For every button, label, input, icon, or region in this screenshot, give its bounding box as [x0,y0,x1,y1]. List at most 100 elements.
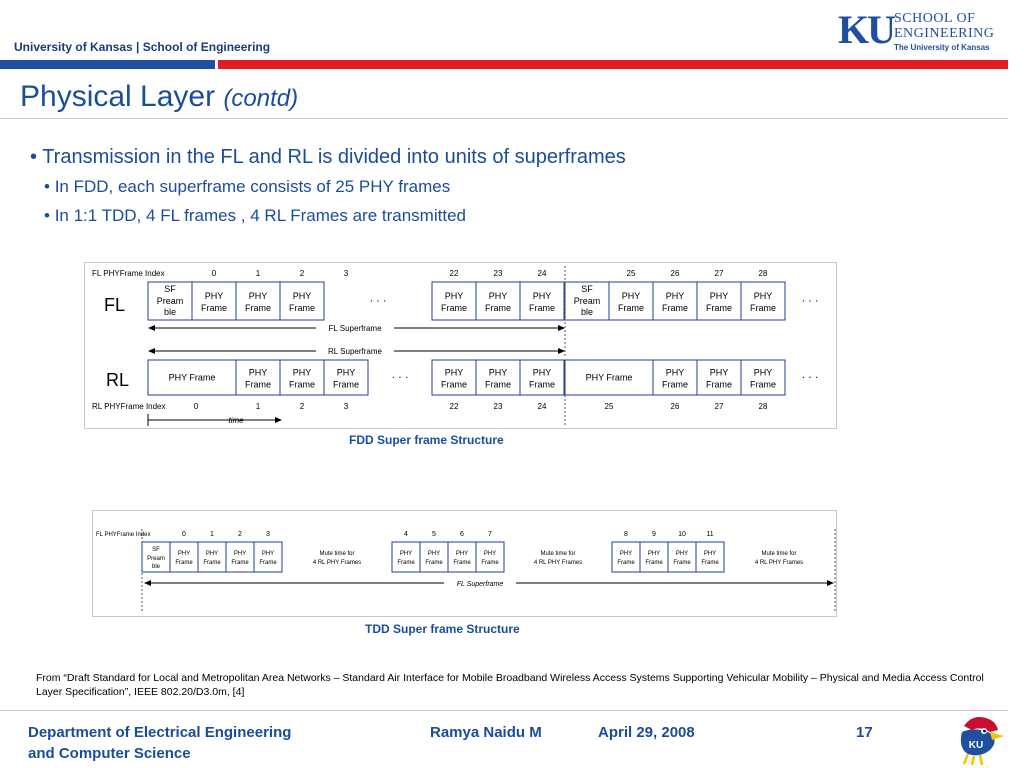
fl-superframe-arrowhead-left [148,325,155,331]
tdd-frame-phy-4 [253,541,283,573]
footer-page-number: 17 [856,724,873,741]
svg-text:KU: KU [969,740,983,751]
fl-frame-pre-0-line1: SF [164,284,176,294]
bullet-2-text: In FDD, each superframe consists of 25 P… [54,177,451,196]
rl-frame-phy-1-line2: Frame [245,380,271,390]
tdd-frame-phy-6-line1: PHY [400,551,412,557]
tdd-frame-phy-4-line1: PHY [262,551,274,557]
rl-index-label: RL PHYFrame Index [92,402,166,411]
slide-title: Physical Layer (contd) [20,80,298,114]
rl-row-label: RL [106,370,129,390]
fl-frame-phy-9-line2: Frame [618,303,644,313]
tdd-frame-phy-9 [475,541,505,573]
tdd-frame-phy-11-line1: PHY [620,551,632,557]
tdd-frame-phy-14 [695,541,725,573]
fl-frame-phy-2-line2: Frame [245,303,271,313]
fl-frame-phy-3-line2: Frame [289,303,315,313]
rl-frame-phy-1-line1: PHY [249,368,268,378]
rl-frame-phy-5 [431,359,477,396]
rl-frame-phy-1 [235,359,281,396]
fdd-superframe-diagram: FL PHYFrame Index RL PHYFrame Index FL R… [84,262,837,429]
fl-frame-phy-12 [740,281,786,321]
fl-frame-pre-0 [147,281,193,321]
fl-frame-phy-2-line1: PHY [249,291,268,301]
tdd-frame-phy-12 [639,541,669,573]
fl-frame-index: 28 [759,269,768,278]
rl-frame-ellipsis-4: · · · [391,372,408,384]
header-bar-blue [0,60,215,69]
rl-frame-phy-3-line1: PHY [337,368,356,378]
rl-frame-phy-10-line2: Frame [706,380,732,390]
tdd-frame-index: 0 [182,531,186,538]
rl-frame-phy-9-line1: PHY [666,368,685,378]
tdd-frame-phy-12-line2: Frame [645,560,663,566]
tdd-frame-phy-4-line2: Frame [259,560,277,566]
fl-frame-phy-11-line2: Frame [706,303,732,313]
rl-frame-phy-3 [323,359,369,396]
source-citation: From “Draft Standard for Local and Metro… [36,672,984,698]
fl-frame-phy-1 [191,281,237,321]
fl-frame-phy-1-line1: PHY [205,291,224,301]
tdd-frame-phy-12-line1: PHY [648,551,660,557]
fl-frame-phy-3 [279,281,325,321]
tdd-frame-phy-2 [197,541,227,573]
fl-frame-phy-7-line2: Frame [529,303,555,313]
fl-frame-phy-10 [652,281,698,321]
rl-frame-index: 22 [450,402,459,411]
fl-frame-index: 3 [344,269,349,278]
time-arrowhead [275,417,282,423]
bullet-3: • In 1:1 TDD, 4 FL frames , 4 RL Frames … [44,206,466,225]
rl-frame-index: 23 [494,402,503,411]
tdd-frame-phy-1 [169,541,199,573]
rl-frame-index: 0 [194,402,199,411]
fl-frame-phy-1-line2: Frame [201,303,227,313]
rl-frame-index: 28 [759,402,768,411]
fl-frame-pre-8-line3: ble [581,307,593,317]
bullet-3-text: In 1:1 TDD, 4 FL frames , 4 RL Frames ar… [54,206,466,225]
tdd-frame-phy-9-line2: Frame [481,560,499,566]
logo-line-2: ENGINEERING [894,26,995,41]
slide-title-suffix: (contd) [223,85,299,112]
fl-frame-phy-9-line1: PHY [622,291,641,301]
fl-frame-index: 24 [538,269,547,278]
rl-frame-phy-10 [696,359,742,396]
fl-superframe-label: FL Superframe [328,324,382,333]
rl-frame-phy-5-line1: PHY [445,368,464,378]
tdd-frame-phy-3-line2: Frame [231,560,249,566]
fl-frame-pre-8 [564,281,610,321]
fl-frame-index: 22 [450,269,459,278]
ku-engineering-logo: KU SCHOOL OF ENGINEERING The University … [838,10,1008,54]
tdd-superframe-arrowhead-left [144,580,151,586]
fl-frame-phy-12-line1: PHY [754,291,773,301]
fl-frame-index: 25 [627,269,636,278]
tdd-frame-index: 8 [624,531,628,538]
rl-frame-phy-10-line1: PHY [710,368,729,378]
logo-line-3: The University of Kansas [894,43,990,52]
fl-frame-phy-2 [235,281,281,321]
header-bar-red [218,60,1008,69]
footer-date: April 29, 2008 [598,724,695,741]
tdd-caption: TDD Super frame Structure [365,622,520,636]
tdd-frame-phy-8 [447,541,477,573]
fl-frame-phy-9 [608,281,654,321]
rl-frame-index: 3 [344,402,349,411]
tdd-frame-phy-11-line2: Frame [617,560,635,566]
tdd-frame-phy-11 [611,541,641,573]
rl-frame-phy-9 [652,359,698,396]
tdd-frame-index: 5 [432,531,436,538]
rl-frame-phy-3-line2: Frame [333,380,359,390]
rl-frame-phy-6 [475,359,521,396]
footer-divider [0,710,1008,711]
fl-frame-index: 23 [494,269,503,278]
footer-department-line-2: and Computer Science [28,745,191,762]
fl-frame-phy-11 [696,281,742,321]
tdd-frame-index: 4 [404,531,408,538]
fl-frame-phy-12-line2: Frame [750,303,776,313]
fl-frame-phy-5-line1: PHY [445,291,464,301]
rl-frame-phy-7-line1: PHY [533,368,552,378]
rl-frame-phy-7 [519,359,565,396]
tdd-frame-phy-7-line2: Frame [425,560,443,566]
rl-frame-phy-11-line1: PHY [754,368,773,378]
rl-frame-phy-6-line1: PHY [489,368,508,378]
